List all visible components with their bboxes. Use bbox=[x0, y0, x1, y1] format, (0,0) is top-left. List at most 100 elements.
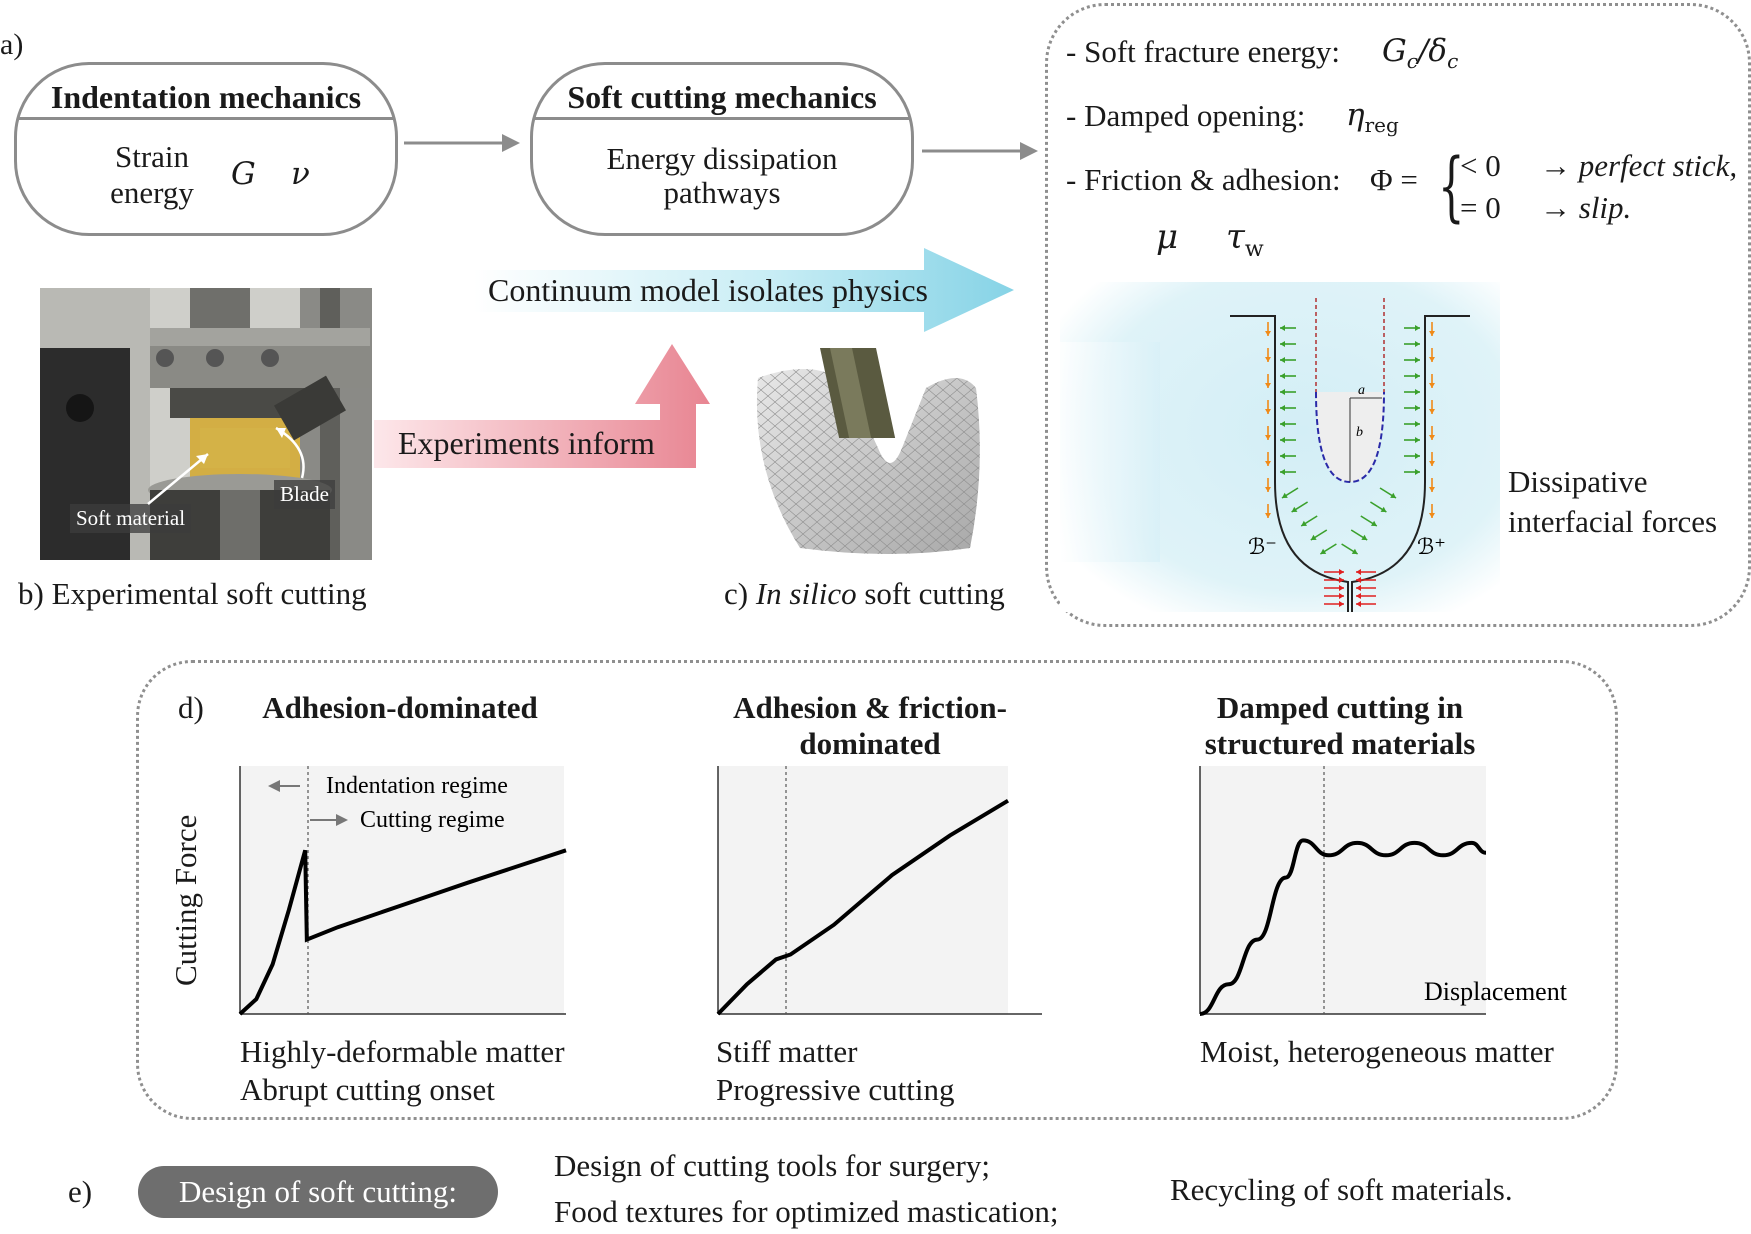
application-recycling: Recycling of soft materials. bbox=[1170, 1172, 1513, 1207]
left-face-normal-arrow-head bbox=[1280, 389, 1285, 395]
energy-dissipation-line2: pathways bbox=[663, 175, 781, 210]
left-face-tangential-arrow-head bbox=[1265, 513, 1271, 518]
chart1-title: Adhesion-dominated bbox=[262, 690, 538, 725]
interfacial-forces-schematic: a b ℬ⁻ ℬ⁺ bbox=[1060, 282, 1500, 612]
left-face-tangential-arrow-head bbox=[1265, 487, 1271, 492]
panel-c-prefix: c) bbox=[724, 576, 756, 611]
case1-condition: < 0 bbox=[1460, 148, 1501, 183]
left-face-normal-arrow-head bbox=[1280, 437, 1285, 443]
case2-condition: = 0 bbox=[1460, 190, 1501, 225]
chart2-title: Adhesion & friction-dominated bbox=[733, 690, 1007, 761]
chart1-curve bbox=[238, 848, 567, 1016]
strain-energy-line2: energy bbox=[110, 175, 194, 210]
soft-cutting-mechanics-title: Soft cutting mechanics bbox=[533, 65, 911, 120]
indentation-mechanics-title: Indentation mechanics bbox=[17, 65, 395, 120]
left-face-tangential-arrow-head bbox=[1265, 435, 1271, 440]
left-face-normal-arrow-head bbox=[1280, 405, 1285, 411]
right-closing-arrow-head bbox=[1356, 593, 1361, 599]
experimental-setup-photo: Soft material Blade bbox=[40, 288, 372, 560]
left-face-normal-arrow-head bbox=[1280, 469, 1285, 475]
right-face-tangential-arrow-head bbox=[1429, 435, 1435, 440]
right-face-normal-arrow-head bbox=[1415, 373, 1420, 379]
right-tip-arrow-head bbox=[1380, 506, 1387, 512]
panel-e-label: e) bbox=[68, 1174, 93, 1209]
right-face-tangential-arrow-head bbox=[1429, 409, 1435, 414]
left-face-normal-arrow-head bbox=[1280, 357, 1285, 363]
application-surgery: Design of cutting tools for surgery; bbox=[554, 1148, 990, 1183]
left-tip-arrow-head bbox=[1291, 506, 1298, 512]
left-closing-arrow-head bbox=[1339, 601, 1344, 607]
experiments-inform-arrow bbox=[374, 344, 710, 468]
right-face-normal-arrow-head bbox=[1415, 469, 1420, 475]
friction-adhesion-text: - Friction & adhesion: bbox=[1066, 162, 1341, 197]
x-axis-label: Displacement bbox=[1424, 977, 1568, 1006]
right-face-normal-arrow-head bbox=[1415, 405, 1420, 411]
fracture-energy-text: - Soft fracture energy: bbox=[1066, 34, 1341, 69]
case2-result: → slip. bbox=[1540, 190, 1632, 225]
body-plus-label: ℬ⁺ bbox=[1417, 534, 1446, 559]
left-tip-arrow-head bbox=[1301, 520, 1308, 526]
energy-dissipation-line1: Energy dissipation bbox=[606, 141, 838, 176]
dissipation-pathways-box bbox=[1045, 3, 1751, 627]
panel-a-label: a) bbox=[0, 28, 24, 61]
right-tip-arrow-head bbox=[1390, 492, 1396, 498]
cases-brace: { bbox=[1438, 141, 1465, 230]
right-face-normal-arrow-head bbox=[1415, 341, 1420, 347]
left-tip-arrow-head bbox=[1320, 548, 1327, 554]
left-face-tangential-arrow-head bbox=[1265, 383, 1271, 388]
left-face-tangential-arrow-head bbox=[1265, 331, 1271, 336]
right-closing-arrow-head bbox=[1356, 577, 1361, 583]
arrow-box2-to-right bbox=[922, 142, 1038, 160]
right-face-normal-arrow-head bbox=[1415, 357, 1420, 363]
application-food: Food textures for optimized mastication; bbox=[554, 1194, 1059, 1229]
right-face-normal-arrow-head bbox=[1415, 389, 1420, 395]
right-face-normal-arrow-head bbox=[1415, 437, 1420, 443]
body-minus-label: ℬ⁻ bbox=[1248, 534, 1277, 559]
left-face-normal-arrow-head bbox=[1280, 373, 1285, 379]
poisson-ratio-symbol: ν bbox=[291, 156, 310, 192]
left-face-normal-arrow-head bbox=[1280, 453, 1285, 459]
right-tip-arrow-head bbox=[1361, 534, 1368, 540]
arrow-box1-to-box2 bbox=[404, 134, 520, 152]
dissipative-forces-line2: interfacial forces bbox=[1508, 504, 1718, 539]
cutting-regime-label: Cutting regime bbox=[360, 807, 505, 833]
panel-d-label: d) bbox=[178, 690, 204, 725]
right-tip-arrow-head bbox=[1351, 548, 1358, 554]
right-tip-arrow-head bbox=[1370, 520, 1377, 526]
semi-axis-a-label: a bbox=[1358, 383, 1365, 398]
chart2-caption2: Progressive cutting bbox=[716, 1072, 955, 1107]
strain-energy-line1: Strain bbox=[114, 139, 190, 174]
dissipative-forces-line1: Dissipative bbox=[1508, 464, 1648, 499]
chart1-caption2: Abrupt cutting onset bbox=[240, 1072, 495, 1107]
panel-b-caption: b) Experimental soft cutting bbox=[18, 576, 367, 611]
phi-equals: Φ = bbox=[1370, 162, 1418, 197]
continuum-model-label: Continuum model isolates physics bbox=[488, 272, 928, 308]
fracture-energy-symbol: Gc/δc bbox=[1382, 33, 1459, 74]
left-face-normal-arrow-head bbox=[1280, 421, 1285, 427]
right-face-tangential-arrow-head bbox=[1429, 357, 1435, 362]
force-arrows-group bbox=[1265, 322, 1435, 607]
experimental-setup-illustration bbox=[40, 288, 372, 560]
chart3-curve bbox=[1199, 838, 1487, 1016]
left-closing-arrow-head bbox=[1339, 569, 1344, 575]
blade-label: Blade bbox=[274, 480, 335, 509]
wall-shear-symbol: τw bbox=[1226, 217, 1264, 262]
in-silico-mesh-render bbox=[756, 348, 980, 554]
indentation-regime-label: Indentation regime bbox=[326, 773, 508, 799]
left-tip-arrow-head bbox=[1282, 492, 1288, 498]
damped-opening-text: - Damped opening: bbox=[1066, 98, 1306, 133]
right-face-normal-arrow-head bbox=[1415, 421, 1420, 427]
right-closing-arrow-head bbox=[1356, 601, 1361, 607]
continuum-model-arrow bbox=[474, 248, 1014, 332]
left-closing-arrow-head bbox=[1339, 593, 1344, 599]
panel-c-italic: In silico bbox=[755, 576, 857, 611]
right-face-normal-arrow-head bbox=[1415, 453, 1420, 459]
left-face-tangential-arrow-head bbox=[1265, 461, 1271, 466]
right-face-tangential-arrow-head bbox=[1429, 331, 1435, 336]
indentation-mechanics-box: Indentation mechanics Strain energy G ν bbox=[14, 62, 398, 236]
chart2-curve bbox=[716, 799, 1010, 1016]
chart2-caption1: Stiff matter bbox=[716, 1034, 858, 1069]
left-tip-arrow-head bbox=[1310, 534, 1317, 540]
